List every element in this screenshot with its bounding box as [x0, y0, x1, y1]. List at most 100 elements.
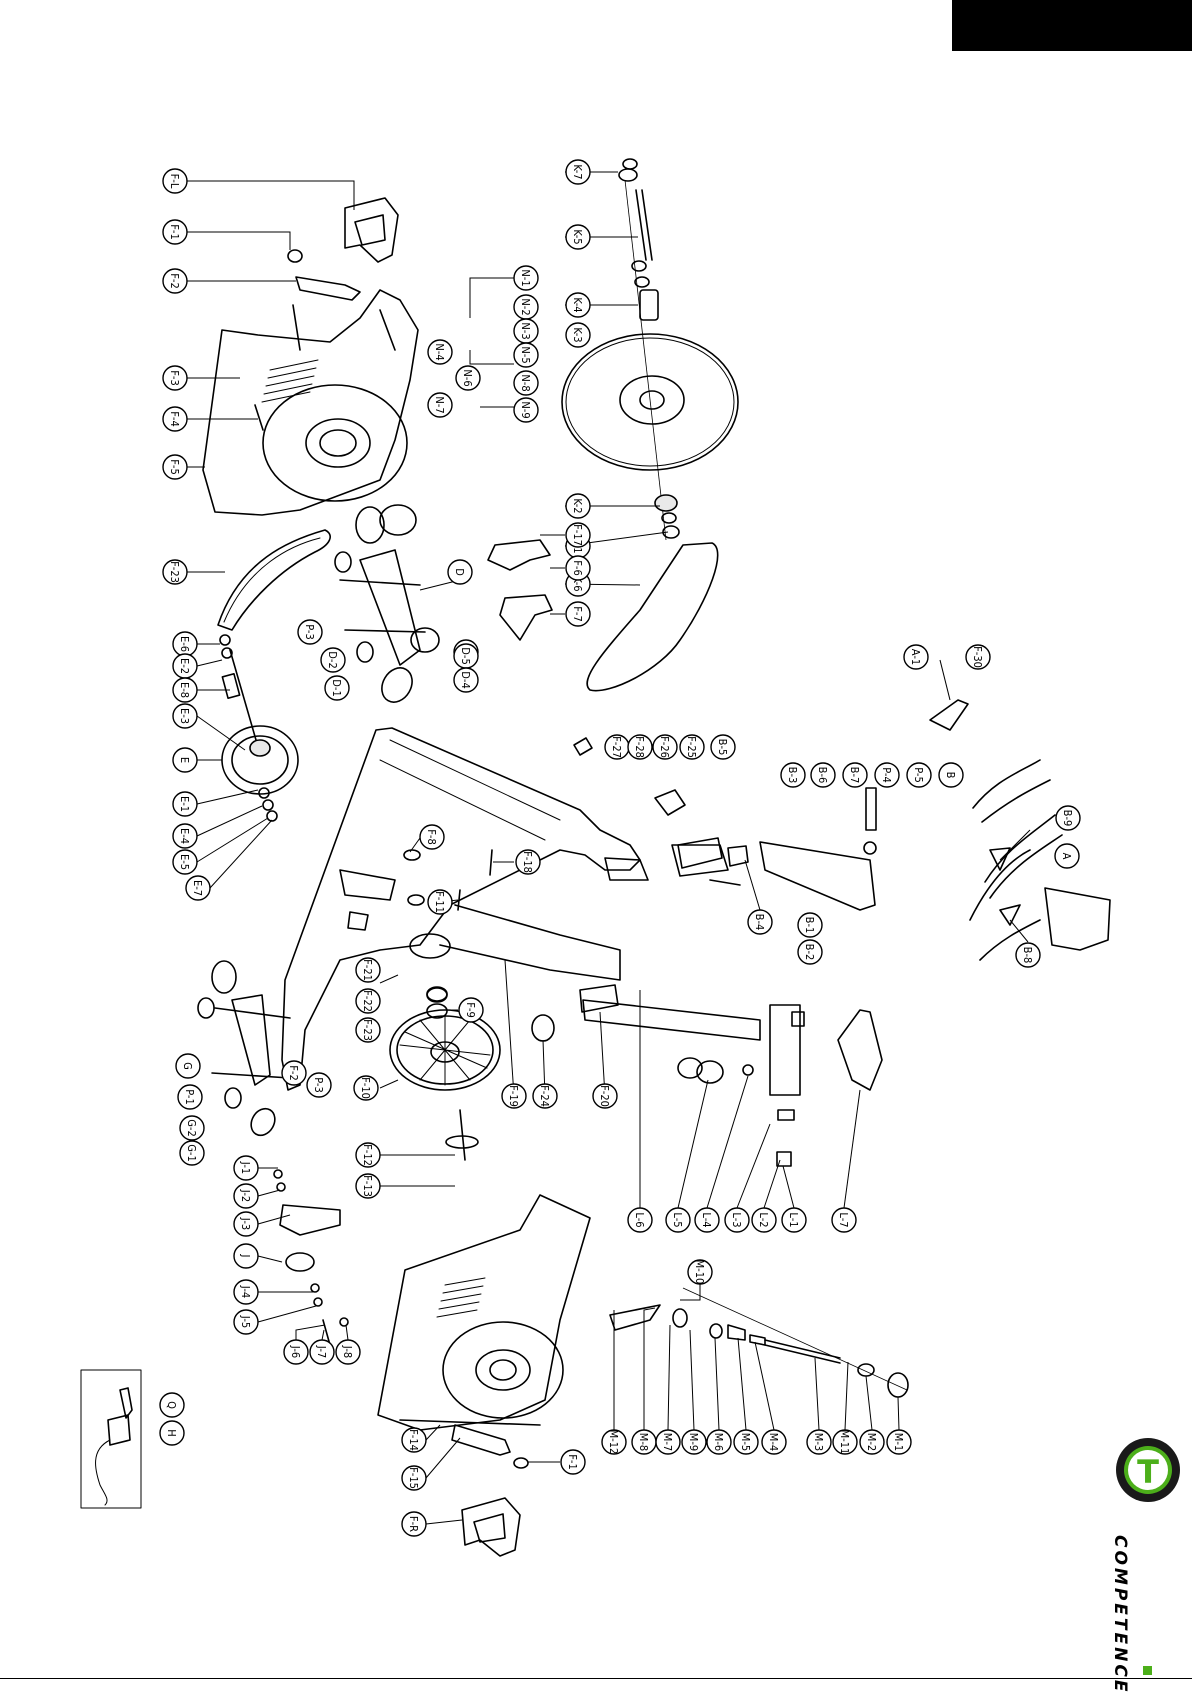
callout-circle	[886, 1429, 912, 1455]
callout-text: F-4	[168, 411, 181, 427]
callout-circle	[565, 555, 591, 581]
callout-f-10: F-10	[353, 1075, 379, 1101]
callout-text: E-4	[178, 828, 191, 844]
callout-circle	[172, 703, 198, 729]
callout-f-18: F-18	[515, 849, 541, 875]
callout-circle	[297, 619, 323, 645]
callout-text: Q	[165, 1401, 178, 1409]
callout-f-r: F-R	[401, 1511, 427, 1537]
callout-text: P-5	[912, 767, 925, 783]
callout-circle	[335, 1339, 361, 1365]
callout-d-5: D-5	[453, 643, 479, 669]
callout-circle	[427, 392, 453, 418]
callout-circle	[1015, 942, 1041, 968]
callout-f-5: F-5	[162, 454, 188, 480]
callout-text: B-8	[1021, 947, 1034, 964]
callout-text: B-1	[803, 917, 816, 934]
callout-f-23: F-23	[162, 559, 188, 585]
bolt-f11-part	[457, 889, 461, 911]
callout-m-1: M-1	[886, 1429, 912, 1455]
callout-k-2: K-2	[565, 493, 591, 519]
handlebar-part	[969, 759, 1063, 961]
callout-j-6: J-6	[283, 1339, 309, 1365]
callout-circle	[747, 909, 773, 935]
callout-circle	[355, 1142, 381, 1168]
callout-circle	[627, 1207, 653, 1233]
callout-n-6: N-6	[455, 365, 481, 391]
callout-f-14: F-14	[401, 1427, 427, 1453]
callout-f-2: F-2	[162, 268, 188, 294]
knob-f26-part	[654, 789, 686, 816]
callout-e-3: E-3	[172, 703, 198, 729]
callout-circle	[513, 370, 539, 396]
callout-text: K-2	[571, 498, 584, 513]
callout-text: F-24	[538, 1085, 551, 1107]
callout-m-2: M-2	[859, 1429, 885, 1455]
header-black-block	[952, 0, 1192, 51]
callout-text: F-1	[566, 1454, 579, 1470]
left-pedal-part	[344, 197, 399, 263]
callout-circle	[565, 159, 591, 185]
callout-text: P-3	[303, 624, 316, 640]
callout-text: F-17	[571, 524, 584, 546]
callout-circle	[532, 1083, 558, 1109]
callout-text: N-2	[519, 298, 532, 315]
callout-circle	[710, 734, 736, 760]
callout-circle	[679, 734, 705, 760]
part-drawings	[80, 158, 1111, 1557]
callout-text: F-19	[507, 1085, 520, 1107]
callout-b-5: B-5	[710, 734, 736, 760]
console-part	[1044, 887, 1111, 951]
callout-circle	[162, 219, 188, 245]
callout-j-1: J-1	[233, 1155, 259, 1181]
callout-d-1: D-1	[324, 675, 350, 701]
callout-f-6: F-6	[565, 555, 591, 581]
callout-m-6: M-6	[706, 1429, 732, 1455]
callout-f-3: F-3	[162, 365, 188, 391]
callout-j-3: J-3	[233, 1211, 259, 1237]
callout-circle	[513, 265, 539, 291]
callout-text: M-2	[865, 1433, 878, 1451]
callout-text: J-6	[289, 1345, 302, 1358]
callout-g-1: G-1	[179, 1140, 205, 1166]
callout-text: F-25	[685, 736, 698, 758]
callout-q: Q	[159, 1392, 185, 1418]
callout-n-3: N-3	[513, 318, 539, 344]
drive-pulley-part	[389, 987, 501, 1161]
callout-m-11: M-11	[832, 1429, 858, 1455]
callout-text: F-8	[425, 829, 438, 845]
callout-text: E-5	[178, 854, 191, 870]
callout-text: F-23	[361, 1019, 374, 1041]
callout-text: P-4	[880, 767, 893, 783]
leader-lines	[186, 171, 1031, 1525]
callout-text: F-11	[433, 891, 446, 913]
callout-circle	[687, 1259, 713, 1285]
callout-circle	[162, 406, 188, 432]
callout-f-25: F-25	[679, 734, 705, 760]
callout-text: M-6	[712, 1433, 725, 1451]
logo-inner-disc	[1128, 1450, 1168, 1490]
sleeve-f25-part	[677, 837, 723, 869]
bearing-f9-part	[426, 986, 448, 1002]
callout-l-2: L-2	[751, 1207, 777, 1233]
callout-text: F-12	[361, 1144, 374, 1166]
callout-circle	[513, 342, 539, 368]
bracket-f6-part	[487, 539, 551, 571]
callout-circle	[665, 1207, 691, 1233]
callout-text: K-7	[571, 164, 584, 179]
callout-text: L-6	[633, 1212, 646, 1227]
callout-h: H	[159, 1420, 185, 1446]
callout-k-3: K-3	[565, 322, 591, 348]
callout-b-4: B-4	[747, 909, 773, 935]
callout-circle	[565, 322, 591, 348]
callout-circle	[172, 823, 198, 849]
callout-text: J-2	[239, 1189, 252, 1202]
callout-b-9: B-9	[1055, 805, 1081, 831]
callout-f-28: F-28	[627, 734, 653, 760]
callout-e: E	[172, 747, 198, 773]
callout-circle	[681, 1429, 707, 1455]
callout-p-3: P-3	[297, 619, 323, 645]
callout-text: B-5	[716, 739, 729, 756]
callout-text: D-1	[330, 679, 343, 697]
